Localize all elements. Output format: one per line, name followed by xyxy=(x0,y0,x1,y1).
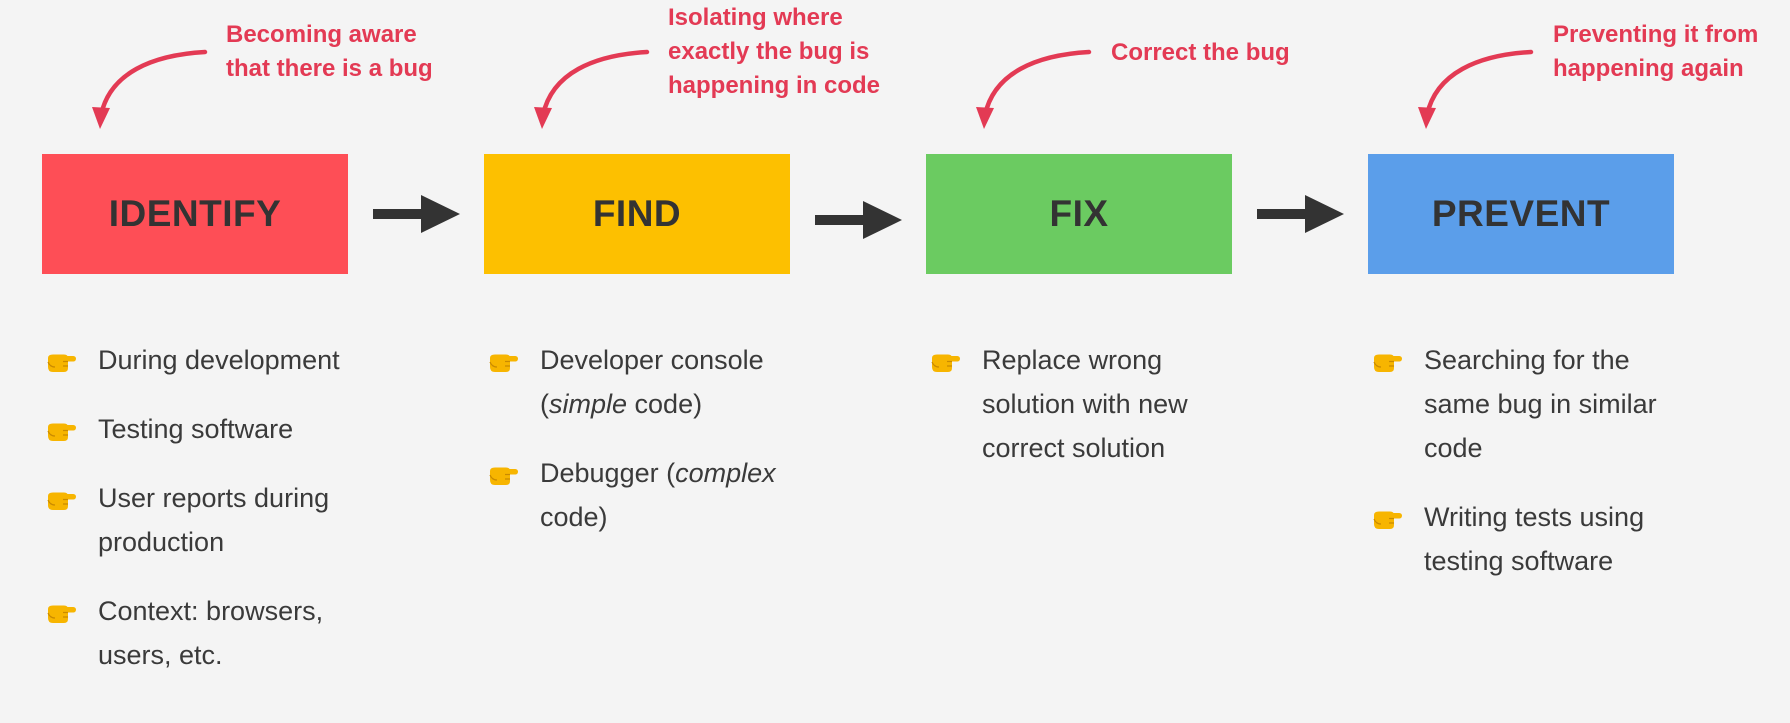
annotation-line: Becoming aware xyxy=(226,21,417,48)
bullet-line: production xyxy=(98,527,225,557)
curved-arrow-icon xyxy=(534,49,650,129)
list-item: During development xyxy=(42,338,340,382)
annotation-line: that there is a bug xyxy=(226,55,433,82)
bullet-line: code) xyxy=(540,502,608,532)
bullet-line: correct solution xyxy=(982,433,1166,463)
annotation-line: Correct the bug xyxy=(1111,39,1290,66)
bullet-text: ( xyxy=(540,389,549,419)
list-item: Searching for the same bug in similar co… xyxy=(1368,338,1657,470)
list-item: Developer console (simple code) xyxy=(484,338,776,426)
pointing-hand-icon xyxy=(1373,354,1402,372)
pointing-hand-icon xyxy=(47,423,76,441)
pointing-hand-icon xyxy=(47,492,76,510)
annotation-line: happening again xyxy=(1553,55,1744,82)
right-arrow-icon xyxy=(373,195,460,233)
bullet-line: same bug in similar xyxy=(1424,389,1657,419)
annotation-identify: Becoming aware that there is a bug xyxy=(226,18,433,86)
annotation-line: exactly the bug is xyxy=(668,38,870,65)
annotation-prevent: Preventing it from happening again xyxy=(1553,18,1758,86)
bullet-line: Testing software xyxy=(98,414,294,444)
step-box-prevent: PREVENT xyxy=(1368,154,1674,274)
bullet-list-prevent: Searching for the same bug in similar co… xyxy=(1368,338,1657,608)
curved-arrow-icon xyxy=(92,49,208,129)
bullet-line: Developer console xyxy=(540,345,764,375)
bullet-list-identify: During development Testing software User… xyxy=(42,338,340,702)
bullet-list-fix: Replace wrong solution with new correct … xyxy=(926,338,1188,495)
bullet-line: Writing tests using xyxy=(1424,502,1645,532)
bullet-emphasis: simple xyxy=(549,389,628,419)
bullet-line: Debugger (complex xyxy=(540,451,776,495)
bullet-line: Searching for the xyxy=(1424,345,1630,375)
list-item: User reports during production xyxy=(42,476,340,564)
pointing-hand-icon xyxy=(47,605,76,623)
bullet-line: User reports during xyxy=(98,483,330,513)
list-item: Writing tests using testing software xyxy=(1368,495,1657,583)
step-box-find: FIND xyxy=(484,154,790,274)
bullet-emphasis: complex xyxy=(675,458,776,488)
bullet-text: code) xyxy=(627,389,703,419)
step-title: FIND xyxy=(592,193,682,234)
annotation-line: Preventing it from xyxy=(1553,21,1759,48)
annotation-line: happening in code xyxy=(668,72,881,99)
list-item: Debugger (complex code) xyxy=(484,451,776,539)
bullet-line: Context: browsers, xyxy=(98,596,324,626)
right-arrow-icon xyxy=(815,201,902,239)
pointing-hand-icon xyxy=(489,467,518,485)
annotation-fix: Correct the bug xyxy=(1111,36,1290,70)
step-title: FIX xyxy=(1049,193,1109,234)
list-item: Replace wrong solution with new correct … xyxy=(926,338,1188,470)
step-box-fix: FIX xyxy=(926,154,1232,274)
bullet-line: users, etc. xyxy=(98,640,223,670)
bullet-line: During development xyxy=(98,345,340,375)
list-item: Context: browsers, users, etc. xyxy=(42,589,340,677)
curved-arrow-icon xyxy=(1418,49,1534,129)
bullet-line: Replace wrong xyxy=(982,345,1163,375)
step-title: IDENTIFY xyxy=(108,193,282,234)
step-title: PREVENT xyxy=(1431,193,1611,234)
curved-arrow-icon xyxy=(976,49,1092,129)
annotation-line: Isolating where xyxy=(668,4,843,31)
annotation-find: Isolating where exactly the bug is happe… xyxy=(668,1,880,103)
pointing-hand-icon xyxy=(931,354,960,372)
bullet-text: Debugger ( xyxy=(540,458,676,488)
pointing-hand-icon xyxy=(47,354,76,372)
bullet-line: code xyxy=(1424,433,1483,463)
right-arrow-icon xyxy=(1257,195,1344,233)
step-box-identify: IDENTIFY xyxy=(42,154,348,274)
pointing-hand-icon xyxy=(1373,511,1402,529)
bullet-list-find: Developer console (simple code) Debugger… xyxy=(484,338,776,564)
bullet-line: testing software xyxy=(1424,546,1614,576)
bullet-line: (simple code) xyxy=(540,382,776,426)
bullet-line: solution with new xyxy=(982,389,1188,419)
pointing-hand-icon xyxy=(489,354,518,372)
list-item: Testing software xyxy=(42,407,340,451)
